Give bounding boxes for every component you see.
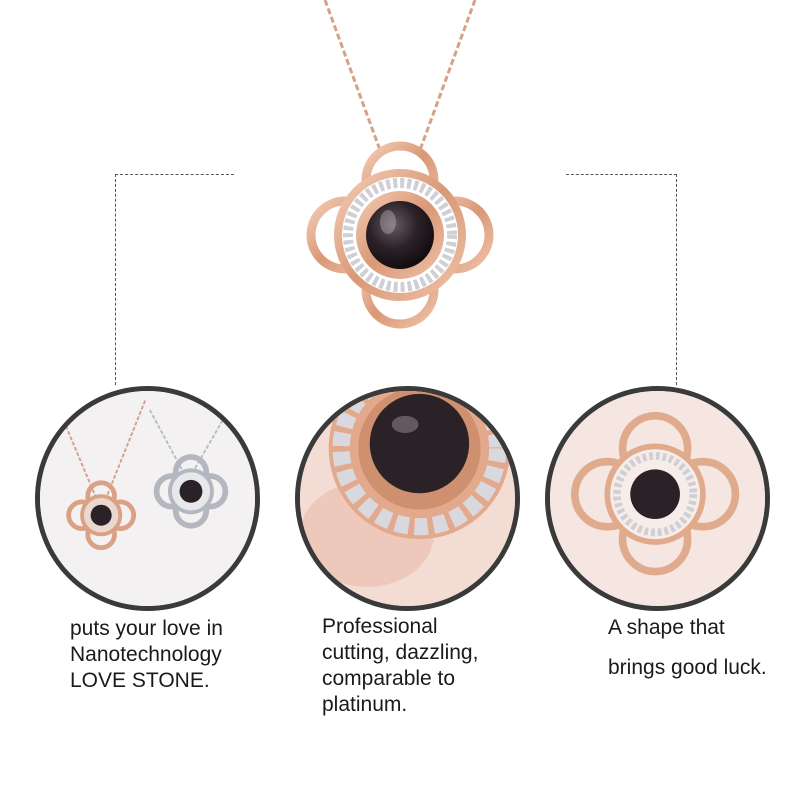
panel-closeup-image — [295, 386, 520, 611]
caption-line: Professional — [322, 615, 438, 638]
panel-clover-image — [545, 386, 770, 611]
left-connector-line — [115, 174, 234, 385]
caption-line: platinum. — [322, 693, 408, 716]
hero-pendant-image — [230, 0, 570, 370]
caption-line: LOVE STONE. — [70, 669, 210, 692]
caption-good-luck: A shape that brings good luck. — [608, 608, 767, 688]
caption-line: Nanotechnology — [70, 643, 222, 666]
caption-line: brings good luck. — [608, 656, 767, 679]
right-connector-line — [566, 174, 677, 385]
panel-pendants-image — [35, 386, 260, 611]
caption-professional-cutting: Professional cutting, dazzling, comparab… — [322, 614, 478, 718]
caption-line: cutting, dazzling, — [322, 641, 479, 664]
caption-line: comparable to — [322, 667, 456, 690]
caption-line: puts your love in — [70, 617, 223, 640]
caption-love-stone: puts your love in Nanotechnology LOVE ST… — [70, 616, 223, 694]
caption-line: A shape that — [608, 616, 725, 639]
